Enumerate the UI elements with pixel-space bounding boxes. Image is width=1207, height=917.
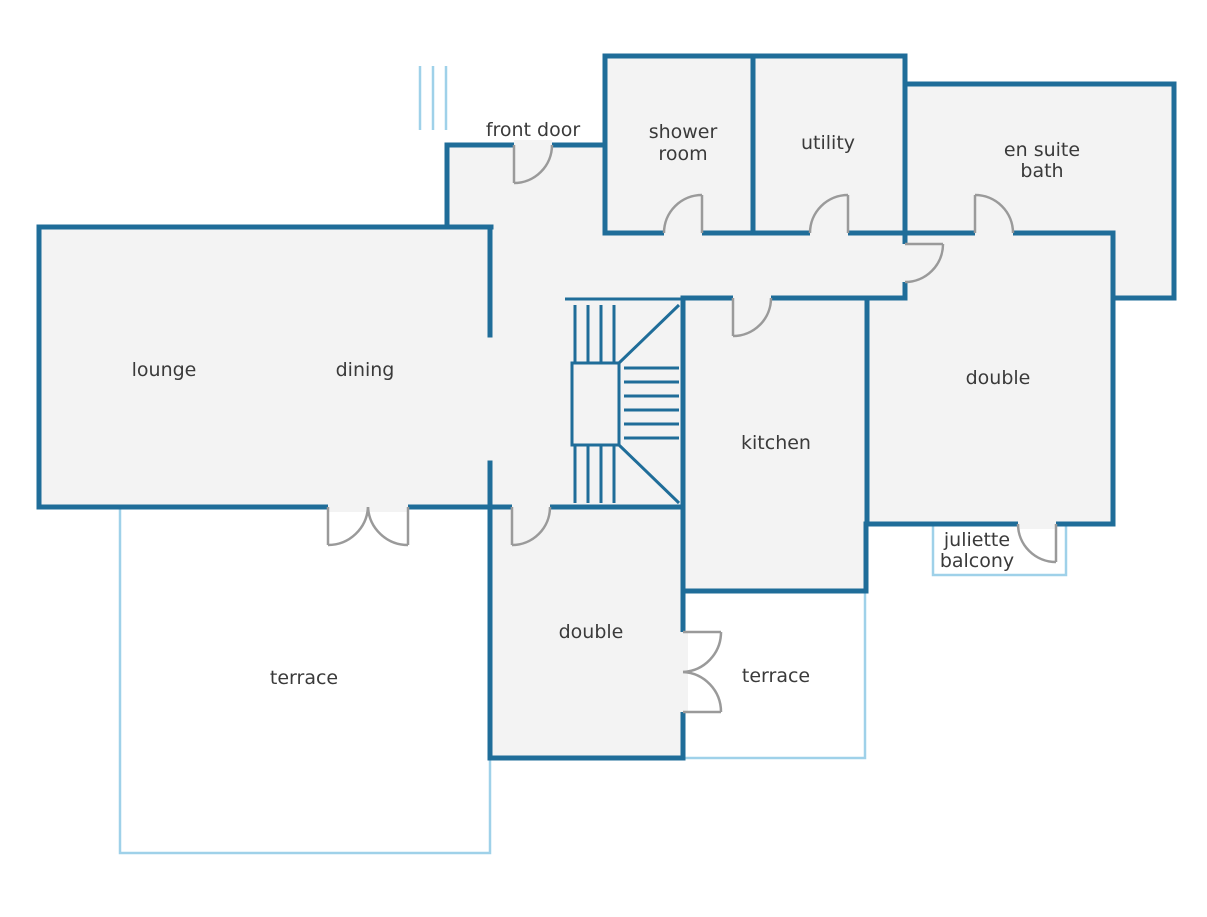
- double-bottom-floor: [490, 507, 683, 758]
- doors: [326, 144, 1058, 714]
- utility-floor: [753, 56, 905, 233]
- label-dining: dining: [336, 359, 395, 381]
- lounge-dining-floor: [39, 227, 491, 507]
- label-double-right: double: [966, 367, 1031, 389]
- outdoor-areas: [118, 66, 1068, 855]
- kitchen-floor: [683, 298, 866, 591]
- label-terrace-right: terrace: [742, 665, 810, 687]
- front-step-lines: [418, 66, 448, 130]
- label-front-door: front door: [486, 119, 581, 141]
- kitchen-door-swing: [731, 297, 773, 338]
- front-door-swing: [512, 144, 554, 185]
- label-en-suite-line1: en suite: [1004, 139, 1080, 161]
- terrace-left-outline: [118, 507, 492, 855]
- label-kitchen: kitchen: [741, 432, 811, 454]
- label-shower-room-line2: room: [658, 143, 707, 165]
- juliette-balcony-outline: [931, 525, 1068, 577]
- lounge-terrace-french-doors: [326, 506, 410, 547]
- label-lounge: lounge: [132, 359, 197, 381]
- label-double-bottom: double: [559, 621, 624, 643]
- label-en-suite-line2: bath: [1020, 160, 1063, 182]
- en-suite-floor: [905, 84, 1174, 298]
- walls: [36, 53, 1177, 761]
- utility-door-swing: [808, 193, 850, 234]
- room-labels: front door shower room utility en suite …: [132, 119, 1080, 689]
- en-suite-door-swing: [973, 193, 1015, 234]
- terrace-right-outline: [683, 590, 867, 760]
- label-juliette-line2: balcony: [940, 550, 1014, 572]
- label-utility: utility: [801, 132, 855, 154]
- double-right-door-swing: [904, 242, 945, 284]
- label-terrace-left: terrace: [270, 667, 338, 689]
- shower-room-door-swing: [662, 193, 704, 234]
- double-terrace-french-doors: [682, 630, 723, 714]
- double-bottom-door-swing: [510, 506, 552, 547]
- label-shower-room-line1: shower: [649, 121, 718, 143]
- label-juliette-line1: juliette: [943, 529, 1010, 551]
- juliette-balcony-door-swing: [1016, 523, 1058, 564]
- staircase: [565, 297, 683, 505]
